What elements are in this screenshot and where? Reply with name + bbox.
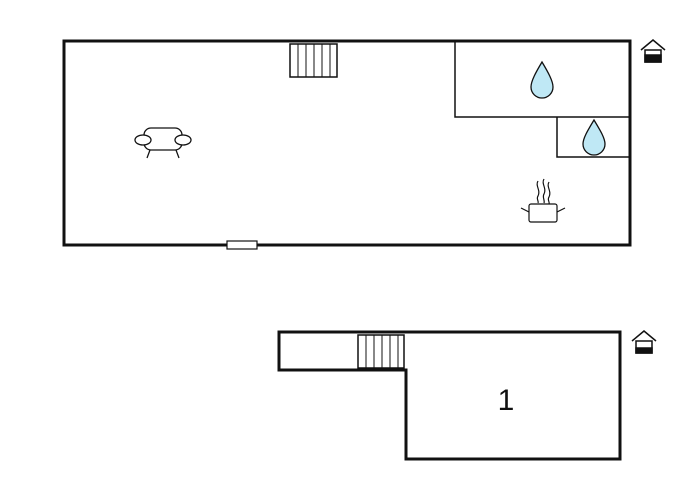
room-label: 1	[498, 384, 515, 417]
cooking-pot-icon	[520, 178, 566, 223]
lower-floor: 1	[277, 330, 657, 461]
lower-floor-outline	[277, 330, 622, 461]
bathroom-1-wall	[454, 41, 630, 118]
upper-floor-outline	[62, 39, 632, 247]
sofa-icon	[134, 127, 192, 159]
door-icon	[226, 240, 258, 250]
house-level-icon	[631, 330, 657, 354]
stairs-icon	[357, 334, 405, 369]
water-drop-icon	[582, 118, 606, 156]
bathroom-2-wall	[556, 117, 630, 158]
house-level-icon	[640, 39, 666, 63]
water-drop-icon	[530, 60, 554, 99]
upper-floor	[62, 39, 666, 250]
stairs-icon	[289, 43, 338, 78]
